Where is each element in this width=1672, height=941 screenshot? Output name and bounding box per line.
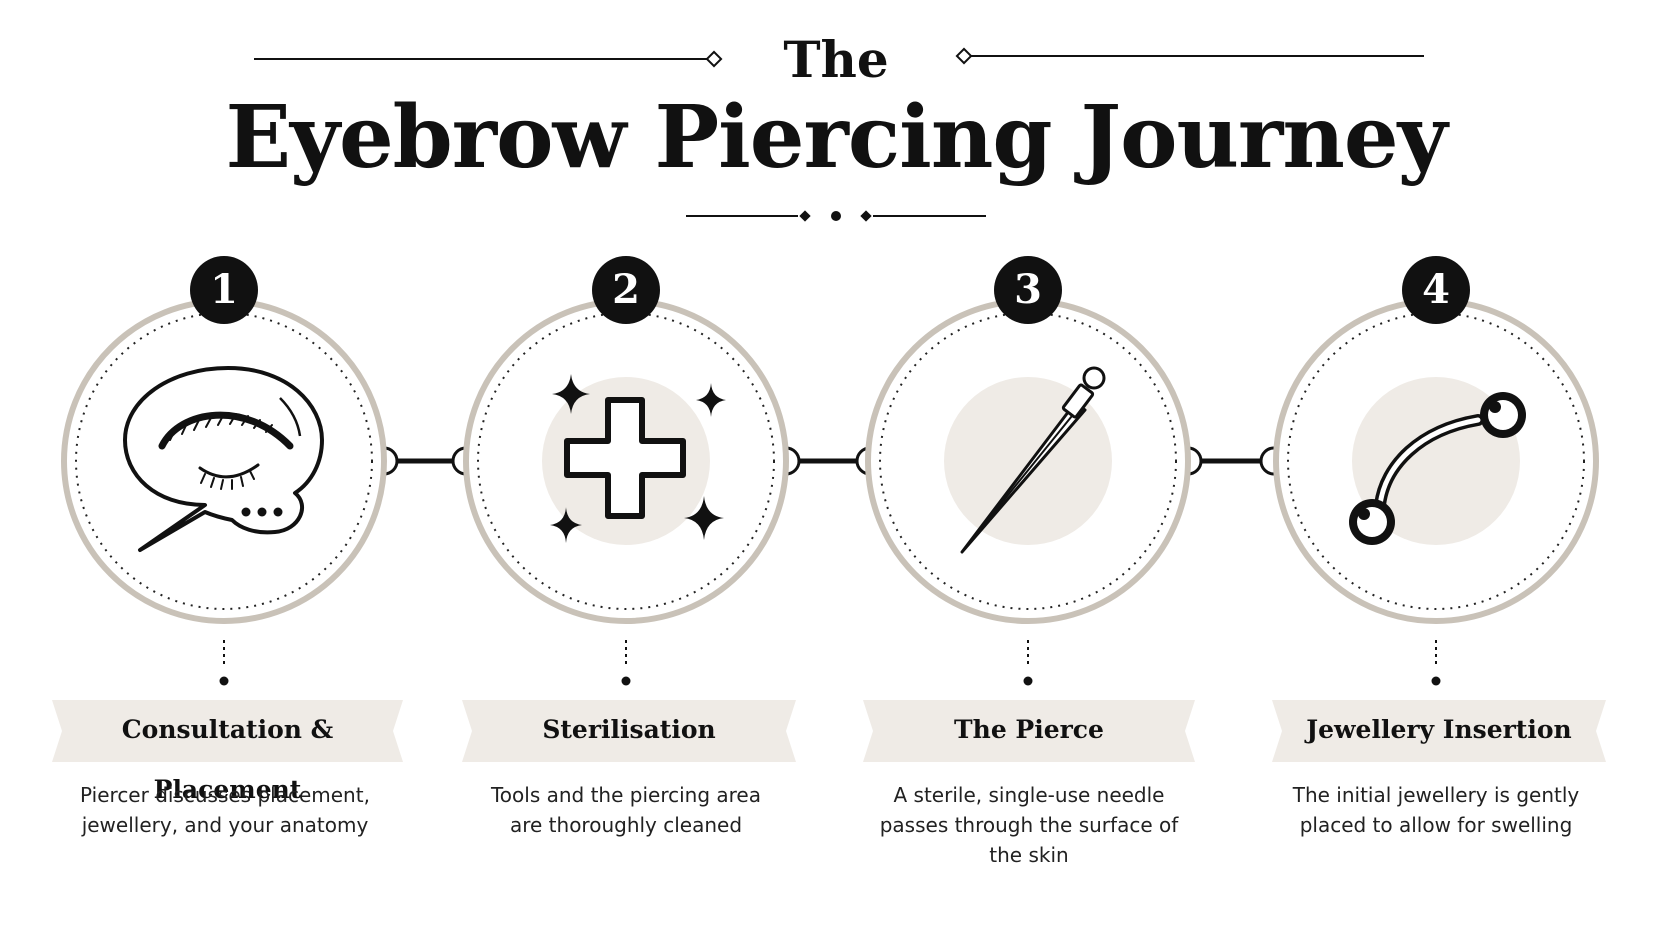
- step-2-label: Sterilisation: [542, 715, 716, 744]
- step-2-medallion: [463, 256, 789, 686]
- step-4-number: 4: [1422, 266, 1450, 313]
- title-decoration: [254, 47, 1424, 222]
- step-4-number-badge: [1402, 256, 1470, 324]
- speech-bubble-eye-icon: [123, 366, 324, 552]
- step-3-medallion: [865, 256, 1191, 686]
- step-2-number: 2: [612, 266, 640, 313]
- step-1-number-badge: [190, 256, 258, 324]
- step-3-description: A sterile, single-use needle passes thro…: [879, 783, 1179, 867]
- title-block: The Eyebrow Piercing Journey: [0, 0, 1672, 240]
- sparkle-cross-icon: [550, 374, 726, 543]
- step-1-banner: [52, 700, 403, 762]
- step-1-label: Consultation & Placement: [121, 715, 334, 804]
- step-4-banner: [1272, 700, 1606, 762]
- step-3-number: 3: [1014, 266, 1042, 313]
- step-1-number: 1: [210, 266, 238, 313]
- step-3-label: The Pierce: [954, 715, 1104, 744]
- step-1-description: Piercer discusses placement, jewellery, …: [80, 783, 370, 837]
- step-4-description: The initial jewellery is gently placed t…: [1292, 783, 1580, 837]
- title-small: The: [783, 30, 889, 89]
- connector-3-4: [1173, 446, 1289, 476]
- step-4-medallion: [1273, 256, 1599, 686]
- step-1-medallion: [61, 256, 387, 686]
- step-2-description: Tools and the piercing area are thorough…: [490, 783, 761, 837]
- needle-icon: [960, 366, 1106, 554]
- step-2-banner: [462, 700, 796, 762]
- curved-barbell-icon: [1349, 392, 1526, 545]
- step-4-label: Jewellery Insertion: [1306, 715, 1572, 744]
- connector-1-2: [369, 446, 481, 476]
- step-2-number-badge: [592, 256, 660, 324]
- step-3-number-badge: [994, 256, 1062, 324]
- page-title: Eyebrow Piercing Journey: [225, 87, 1447, 188]
- step-3-banner: [863, 700, 1195, 762]
